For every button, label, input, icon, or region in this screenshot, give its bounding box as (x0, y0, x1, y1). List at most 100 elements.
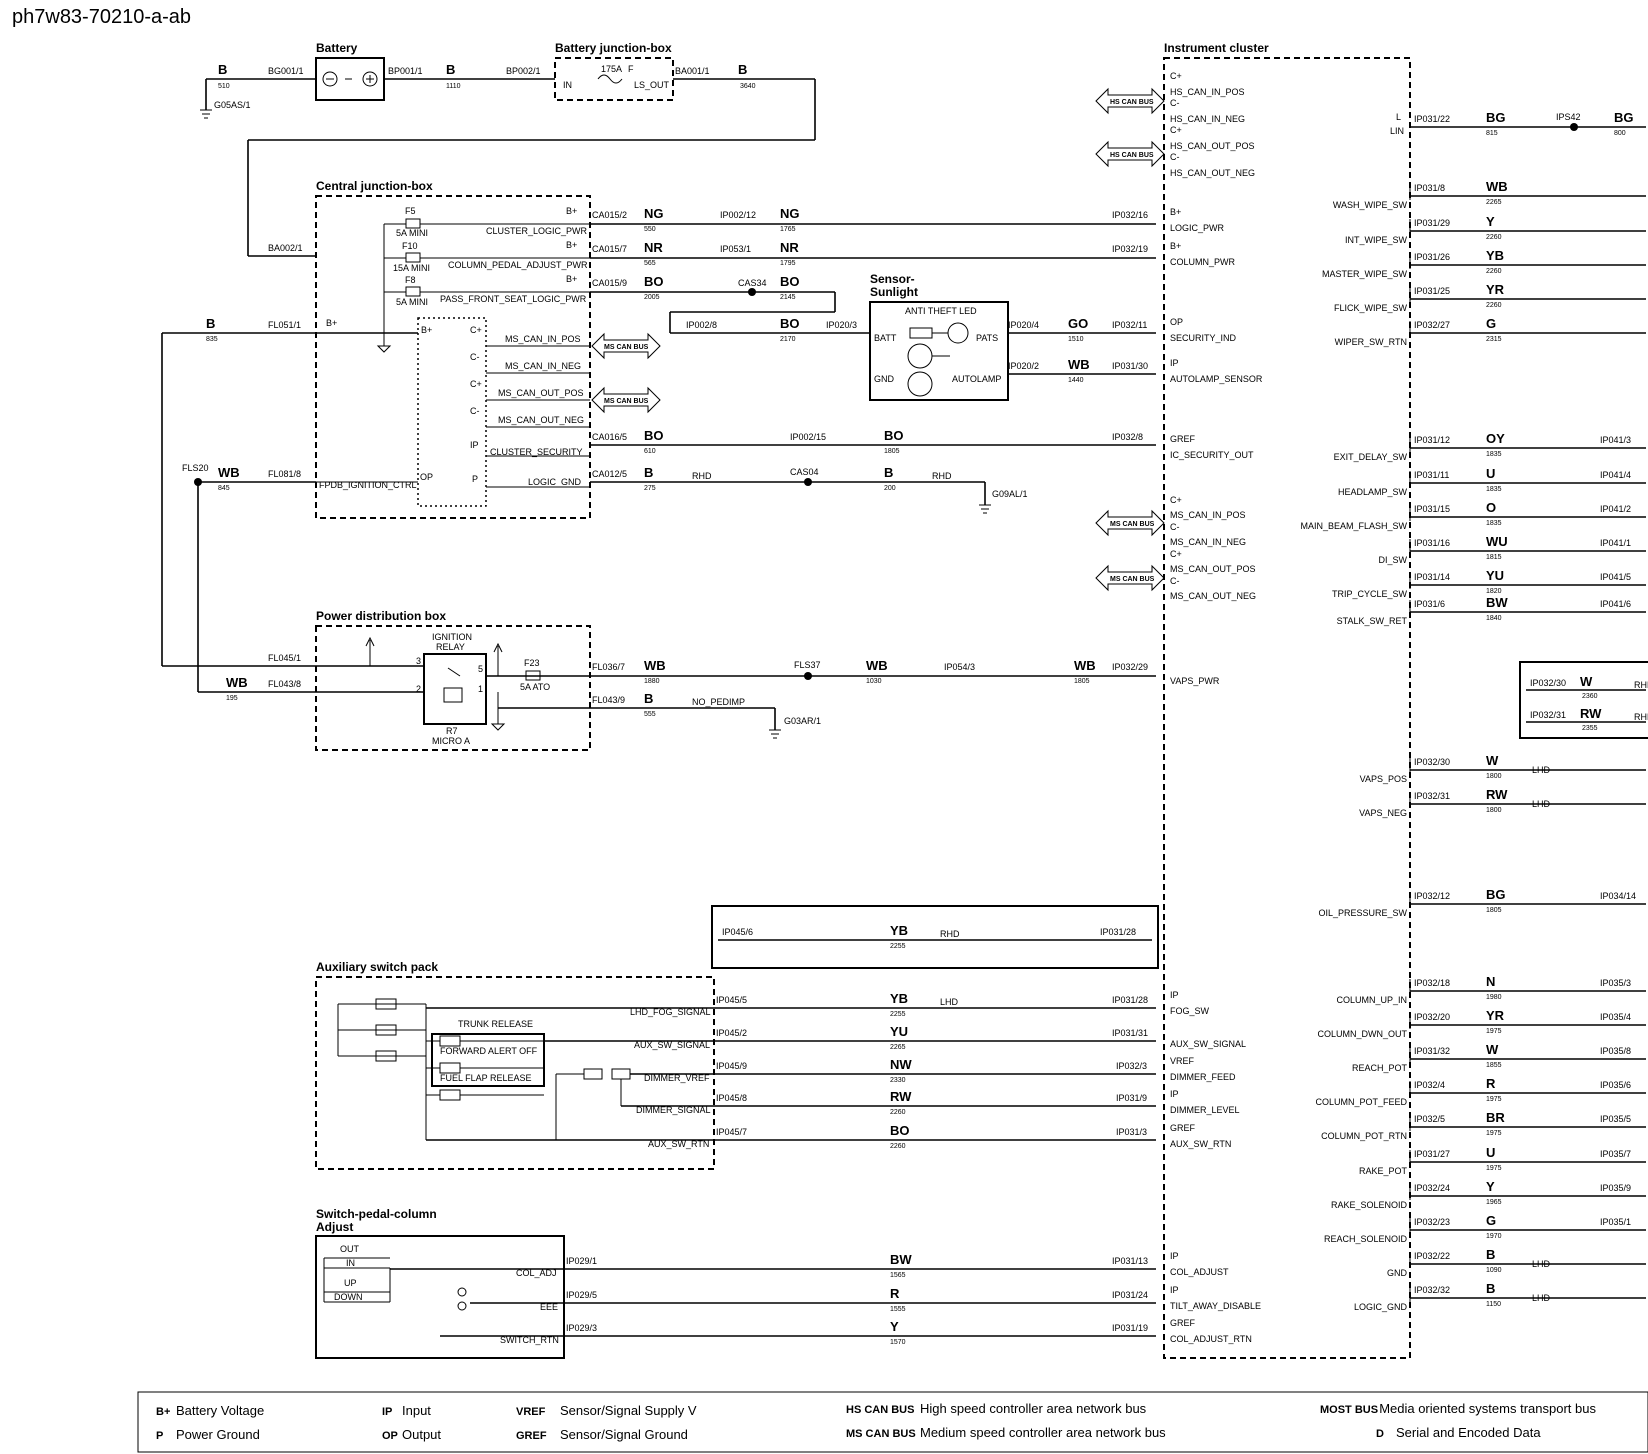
power-dist-box[interactable] (315, 625, 591, 751)
switch-signal-name: GND (1387, 1268, 1408, 1278)
svg-text:BO: BO (644, 274, 664, 289)
svg-text:AUTOLAMP: AUTOLAMP (952, 374, 1001, 384)
wire-color: B (218, 62, 227, 77)
central-jb-box[interactable] (315, 195, 591, 519)
svg-text:5A ATO: 5A ATO (520, 682, 550, 692)
svg-text:G03AR/1: G03AR/1 (784, 716, 821, 726)
svg-text:1795: 1795 (780, 260, 796, 267)
fuse-icon (405, 218, 421, 229)
svg-text:2145: 2145 (780, 294, 796, 301)
svg-text:IN: IN (346, 1258, 355, 1268)
svg-text:IP002/12: IP002/12 (720, 210, 756, 220)
connector-label: IP041/2 (1600, 504, 1631, 514)
svg-text:IP053/1: IP053/1 (720, 244, 751, 254)
svg-text:LIN: LIN (1390, 126, 1404, 136)
connector-label: IP031/16 (1414, 538, 1450, 548)
resistor-icon (439, 1035, 461, 1047)
connector-label: IP035/3 (1600, 978, 1631, 988)
variant-label: LHD (1532, 799, 1551, 809)
wire-number: 2260 (1486, 302, 1502, 309)
svg-text:C-: C- (1170, 98, 1180, 108)
svg-text:C-: C- (470, 406, 480, 416)
svg-text:5A MINI: 5A MINI (396, 228, 428, 238)
svg-text:AUTOLAMP_SENSOR: AUTOLAMP_SENSOR (1170, 374, 1263, 384)
variant-label: LHD (1532, 1259, 1551, 1269)
svg-text:CAS04: CAS04 (790, 467, 819, 477)
svg-text:IP031/31: IP031/31 (1112, 1028, 1148, 1038)
connector-label: IP031/15 (1414, 504, 1450, 514)
wire-color: U (1486, 466, 1495, 481)
svg-text:OUT: OUT (340, 1244, 360, 1254)
svg-text:1880: 1880 (644, 678, 660, 685)
svg-text:HS_CAN_IN_NEG: HS_CAN_IN_NEG (1170, 114, 1245, 124)
svg-text:Y: Y (890, 1319, 899, 1334)
svg-text:RHD: RHD (1634, 712, 1648, 722)
wire-color: N (1486, 974, 1495, 989)
svg-text:IP031/9: IP031/9 (1116, 1093, 1147, 1103)
svg-text:2355: 2355 (1582, 725, 1598, 732)
svg-text:3640: 3640 (740, 83, 756, 90)
svg-text:Sunlight: Sunlight (870, 285, 918, 299)
svg-text:BG: BG (1614, 110, 1634, 125)
rhd-fog-box[interactable] (711, 905, 1159, 969)
switch-signal-name: COLUMN_UP_IN (1336, 995, 1407, 1005)
svg-text:BO: BO (780, 316, 800, 331)
svg-text:LOGIC_GND: LOGIC_GND (528, 477, 582, 487)
wire-number: 1965 (1486, 1199, 1502, 1206)
ms-can-bus-arrow: MS CAN BUS (1095, 509, 1165, 537)
resistor-icon (375, 1024, 397, 1036)
led-icon (947, 322, 969, 344)
supply-arrow-icon (493, 642, 503, 653)
splice-point (804, 478, 812, 486)
svg-text:835: 835 (206, 336, 218, 343)
svg-text:AUX_SW_RTN: AUX_SW_RTN (648, 1139, 709, 1149)
connector-label: IP031/12 (1414, 435, 1450, 445)
svg-text:MS_CAN_OUT_POS: MS_CAN_OUT_POS (498, 388, 584, 398)
svg-text:NO_PEDIMP: NO_PEDIMP (692, 697, 745, 707)
svg-text:FLS37: FLS37 (794, 660, 821, 670)
ms-can-bus-arrow: MS CAN BUS (591, 332, 661, 360)
aux-switch-group (431, 1033, 545, 1087)
svg-text:L: L (1396, 112, 1401, 122)
svg-text:R7: R7 (446, 726, 458, 736)
legend-key: OP (382, 1430, 398, 1442)
svg-text:C+: C+ (1170, 71, 1182, 81)
vaps-rhd-box[interactable] (1519, 661, 1648, 739)
svg-text:DOWN: DOWN (334, 1292, 363, 1302)
svg-text:F5: F5 (405, 206, 416, 216)
wire-number: 1835 (1486, 451, 1502, 458)
svg-text:MS_CAN_IN_NEG: MS_CAN_IN_NEG (1170, 537, 1246, 547)
svg-text:IP045/2: IP045/2 (716, 1028, 747, 1038)
switch-signal-name: WIPER_SW_RTN (1335, 337, 1407, 347)
wire-number: 1840 (1486, 615, 1502, 622)
aux-switch-box[interactable] (315, 976, 715, 1170)
switch-signal-name: RAKE_SOLENOID (1331, 1200, 1408, 1210)
legend-text: Output (402, 1427, 441, 1442)
battery-pos-terminal-icon (362, 71, 378, 87)
wire-color: W (1486, 1042, 1499, 1057)
wire-number: 1835 (1486, 520, 1502, 527)
ignition-relay-box[interactable] (423, 653, 487, 725)
svg-text:NG: NG (644, 206, 664, 221)
switch-signal-name: REACH_SOLENOID (1324, 1234, 1408, 1244)
wire-color: YB (1486, 248, 1504, 263)
svg-text:555: 555 (644, 711, 656, 718)
svg-text:TRUNK RELEASE: TRUNK RELEASE (458, 1019, 533, 1029)
svg-text:IP029/1: IP029/1 (566, 1256, 597, 1266)
svg-text:B+: B+ (1170, 207, 1181, 217)
switch-pedal-column-box[interactable] (315, 1235, 565, 1359)
sensor-sunlight-box[interactable] (869, 301, 1009, 401)
legend-text: Battery Voltage (176, 1403, 264, 1418)
svg-text:2330: 2330 (890, 1077, 906, 1084)
legend-key: MOST BUS (1320, 1404, 1378, 1416)
battery-title: Battery (316, 41, 358, 55)
wire-number: 1975 (1486, 1096, 1502, 1103)
svg-text:WB: WB (218, 465, 240, 480)
wire-color: B (1486, 1247, 1495, 1262)
switch-contact-icon (457, 1287, 467, 1297)
resistor-icon (375, 998, 397, 1010)
switch-signal-name: VAPS_POS (1360, 774, 1407, 784)
switch-signal-name: FLICK_WIPE_SW (1334, 303, 1408, 313)
instrument-cluster-box[interactable] (1163, 57, 1411, 1359)
svg-text:IP032/16: IP032/16 (1112, 210, 1148, 220)
